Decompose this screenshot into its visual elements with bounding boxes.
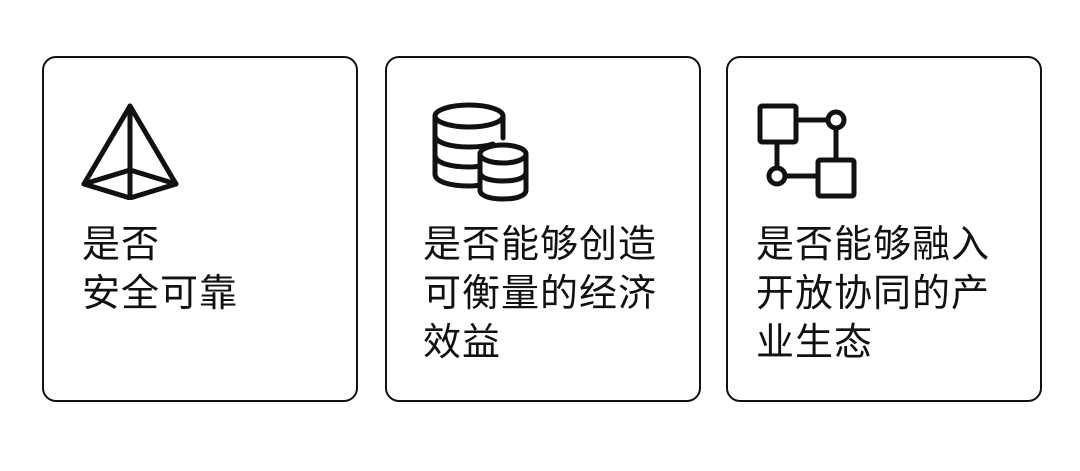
database-coins-icon (432, 102, 529, 202)
card-text-line: 是否 (82, 222, 161, 266)
card-text: 是否能够融入 开放协同的产 业生态 (756, 220, 990, 367)
card-safety: 是否 安全可靠 (42, 56, 358, 402)
card-text: 是否 安全可靠 (82, 220, 238, 318)
node-network-icon (757, 103, 857, 199)
card-text-line: 是否能够创造 (423, 222, 658, 266)
card-text-line: 效益 (423, 320, 502, 364)
card-text: 是否能够创造 可衡量的经济 效益 (423, 220, 657, 367)
card-text-line: 安全可靠 (82, 271, 239, 315)
pyramid-icon (81, 103, 179, 200)
card-text-line: 开放协同的产 (756, 271, 991, 315)
card-ecosystem: 是否能够融入 开放协同的产 业生态 (726, 56, 1042, 402)
card-text-line: 是否能够融入 (756, 222, 991, 266)
card-economic-benefit: 是否能够创造 可衡量的经济 效益 (385, 56, 701, 402)
card-text-line: 可衡量的经济 (423, 271, 658, 315)
card-text-line: 业生态 (756, 320, 874, 364)
